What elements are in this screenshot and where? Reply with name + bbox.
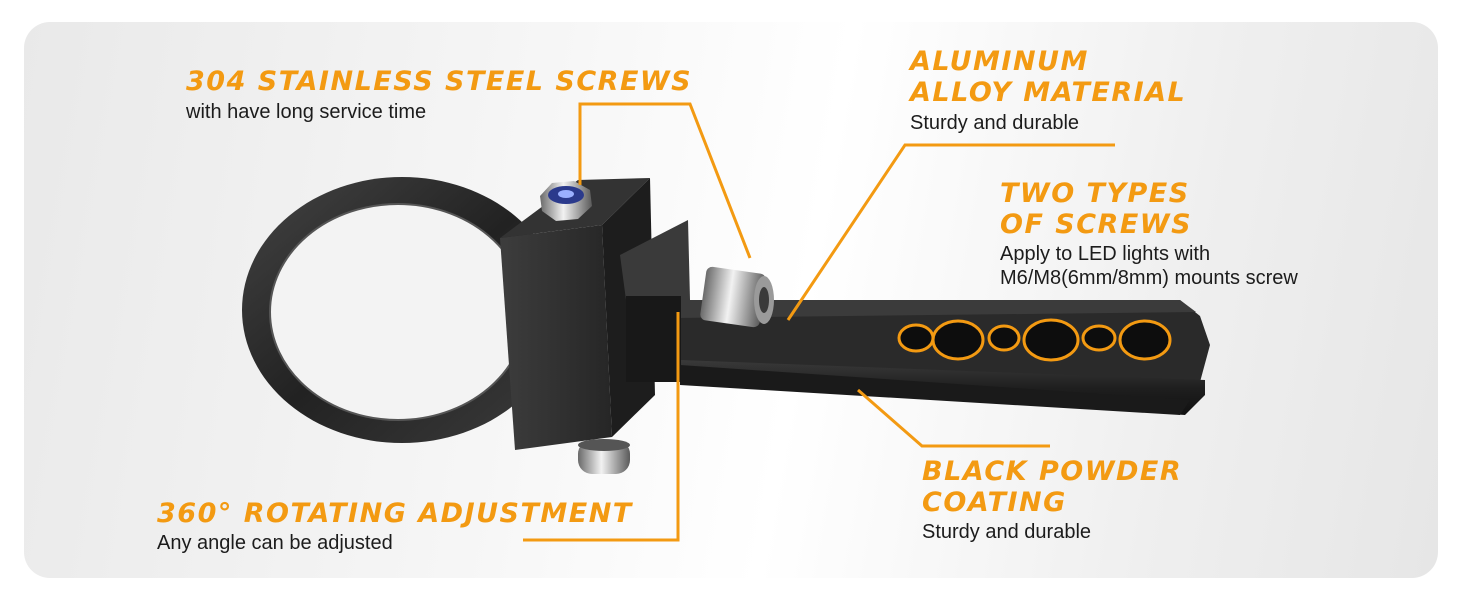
callout-aluminum: Aluminum Alloy Material Sturdy and durab… — [910, 46, 1186, 135]
leader-lines — [523, 102, 1115, 542]
aluminum-subtitle: Sturdy and durable — [910, 112, 1080, 134]
stainless-screws-subtitle: with have long service time — [186, 101, 427, 123]
rotating-title: 360° Rotating Adjustment — [157, 498, 633, 529]
black-powder-title-line2: Coating — [922, 487, 1067, 518]
clamp-block — [500, 178, 690, 450]
clamp-ring — [242, 177, 562, 443]
callout-stainless-screws: 304 Stainless Steel Screws with have lon… — [186, 66, 692, 124]
black-powder-title-line1: Black Powder — [922, 456, 1183, 487]
stainless-screws-title: 304 Stainless Steel Screws — [186, 66, 693, 97]
rotating-subtitle: Any angle can be adjusted — [157, 532, 393, 554]
two-types-title-line2: of Screws — [1000, 209, 1193, 240]
black-powder-subtitle: Sturdy and durable — [922, 521, 1092, 543]
two-types-title-line1: Two Types — [1000, 178, 1190, 209]
callout-two-types-screws: Two Types of Screws Apply to LED lights … — [1000, 178, 1298, 290]
aluminum-title-line2: Alloy Material — [910, 77, 1187, 108]
callout-rotating: 360° Rotating Adjustment Any angle can b… — [157, 498, 633, 555]
two-types-subtitle-line2: M6/M8(6mm/8mm) mounts screw — [1000, 267, 1298, 289]
top-screw — [540, 181, 592, 221]
side-bolt — [700, 266, 774, 328]
two-types-subtitle-line1: Apply to LED lights with — [1000, 243, 1211, 265]
aluminum-title-line1: Aluminum — [910, 46, 1089, 77]
callout-black-powder: Black Powder Coating Sturdy and durable — [922, 456, 1182, 544]
bottom-bolt — [578, 439, 630, 474]
arm-holes — [897, 318, 1172, 362]
